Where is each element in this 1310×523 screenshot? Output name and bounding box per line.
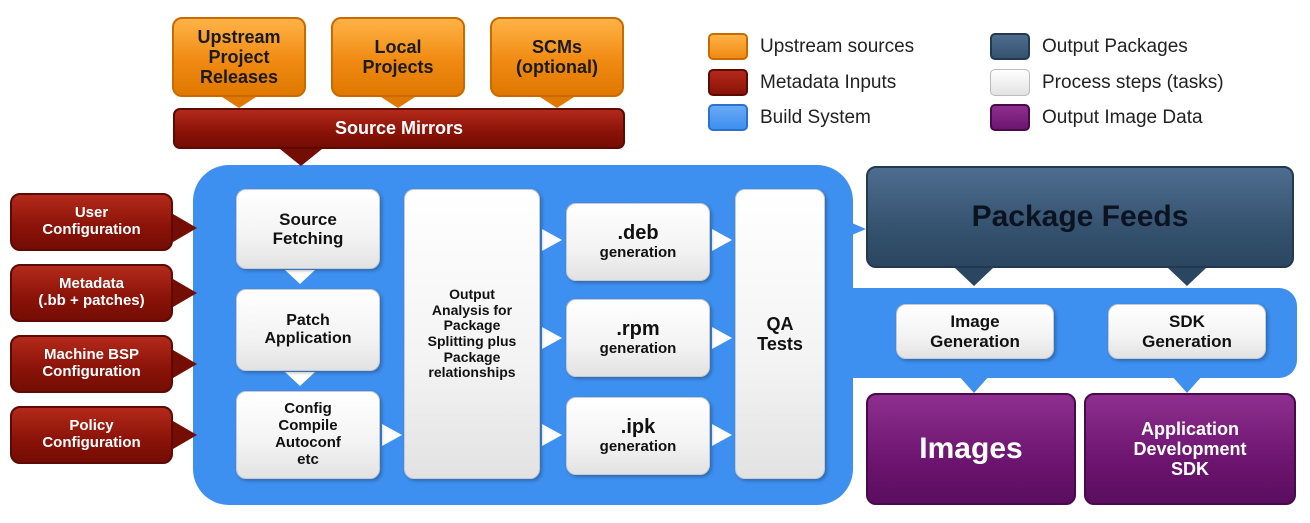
arrow-metadata: [173, 279, 197, 307]
legend-label: Output Packages: [1042, 35, 1188, 57]
arrow-feeds-to-sdk-gen: [1168, 268, 1206, 286]
legend-label: Metadata Inputs: [760, 71, 897, 93]
output-packages-swatch-icon: [990, 33, 1030, 60]
arrow-analysis-to-rpm: [542, 327, 562, 349]
arrow-analysis-to-deb: [542, 229, 562, 251]
arrow-image-gen-to-images: [958, 375, 990, 393]
arrow-source-mirrors: [280, 149, 322, 166]
scms-optional: SCMs (optional): [490, 17, 624, 97]
policy-configuration: Policy Configuration: [10, 406, 173, 464]
build-swatch-icon: [708, 104, 748, 131]
upstream-project-releases: Upstream Project Releases: [172, 17, 306, 97]
arrow-machine-bsp: [173, 350, 197, 378]
legend-process-steps: Process steps (tasks): [990, 69, 1224, 96]
legend-label: Build System: [760, 106, 871, 128]
patch-application: Patch Application: [236, 289, 380, 371]
legend-output-image-data: Output Image Data: [990, 104, 1203, 131]
sdk-generation: SDK Generation: [1108, 304, 1266, 359]
arrow-local-projects: [381, 97, 415, 108]
arrow-deb-to-qa: [712, 229, 732, 251]
package-feeds: Package Feeds: [866, 166, 1294, 268]
arrow-user-config: [173, 214, 197, 242]
arrow-rpm-to-qa: [712, 327, 732, 349]
metadata-swatch-icon: [708, 69, 748, 96]
deb-sub-label: generation: [599, 243, 677, 261]
output-analysis: Output Analysis for Package Splitting pl…: [404, 189, 540, 479]
arrow-scms: [540, 97, 574, 108]
arrow-feeds-to-image-gen: [955, 268, 993, 286]
application-development-sdk: Application Development SDK: [1084, 393, 1296, 505]
arrow-upstream-releases: [222, 97, 256, 108]
ipk-sub-label: generation: [599, 437, 677, 455]
deb-generation: .deb generation: [566, 203, 710, 281]
metadata-bb-patches: Metadata (.bb + patches): [10, 264, 173, 322]
legend-label: Process steps (tasks): [1042, 71, 1224, 93]
rpm-generation: .rpm generation: [566, 299, 710, 377]
output-image-swatch-icon: [990, 104, 1030, 131]
legend-metadata-inputs: Metadata Inputs: [708, 69, 896, 96]
legend-output-packages: Output Packages: [990, 33, 1188, 60]
source-fetching: Source Fetching: [236, 189, 380, 269]
qa-tests: QA Tests: [735, 189, 825, 479]
source-mirrors: Source Mirrors: [173, 108, 625, 149]
ipk-generation: .ipk generation: [566, 397, 710, 475]
ipk-label: .ipk: [620, 416, 656, 439]
process-swatch-icon: [990, 69, 1030, 96]
arrow-sdk-gen-to-sdk: [1171, 375, 1203, 393]
config-compile-autoconf: Config Compile Autoconf etc: [236, 391, 380, 479]
legend-label: Output Image Data: [1042, 106, 1203, 128]
image-generation: Image Generation: [896, 304, 1054, 359]
arrow-patch-to-config: [285, 372, 315, 386]
legend-label: Upstream sources: [760, 35, 915, 57]
arrow-ipk-to-qa: [712, 424, 732, 446]
legend-build-system: Build System: [708, 104, 871, 131]
arrow-config-to-analysis: [382, 424, 402, 446]
legend-upstream-sources: Upstream sources: [708, 33, 914, 60]
arrow-policy-config: [173, 421, 197, 449]
local-projects: Local Projects: [331, 17, 465, 97]
arrow-qa-to-feeds: [826, 212, 866, 246]
rpm-label: .rpm: [616, 318, 660, 341]
upstream-swatch-icon: [708, 33, 748, 60]
deb-label: .deb: [617, 222, 659, 245]
rpm-sub-label: generation: [599, 339, 677, 357]
arrow-analysis-to-ipk: [542, 424, 562, 446]
machine-bsp-configuration: Machine BSP Configuration: [10, 335, 173, 393]
arrow-fetch-to-patch: [285, 270, 315, 284]
user-configuration: User Configuration: [10, 193, 173, 251]
images-output: Images: [866, 393, 1076, 505]
